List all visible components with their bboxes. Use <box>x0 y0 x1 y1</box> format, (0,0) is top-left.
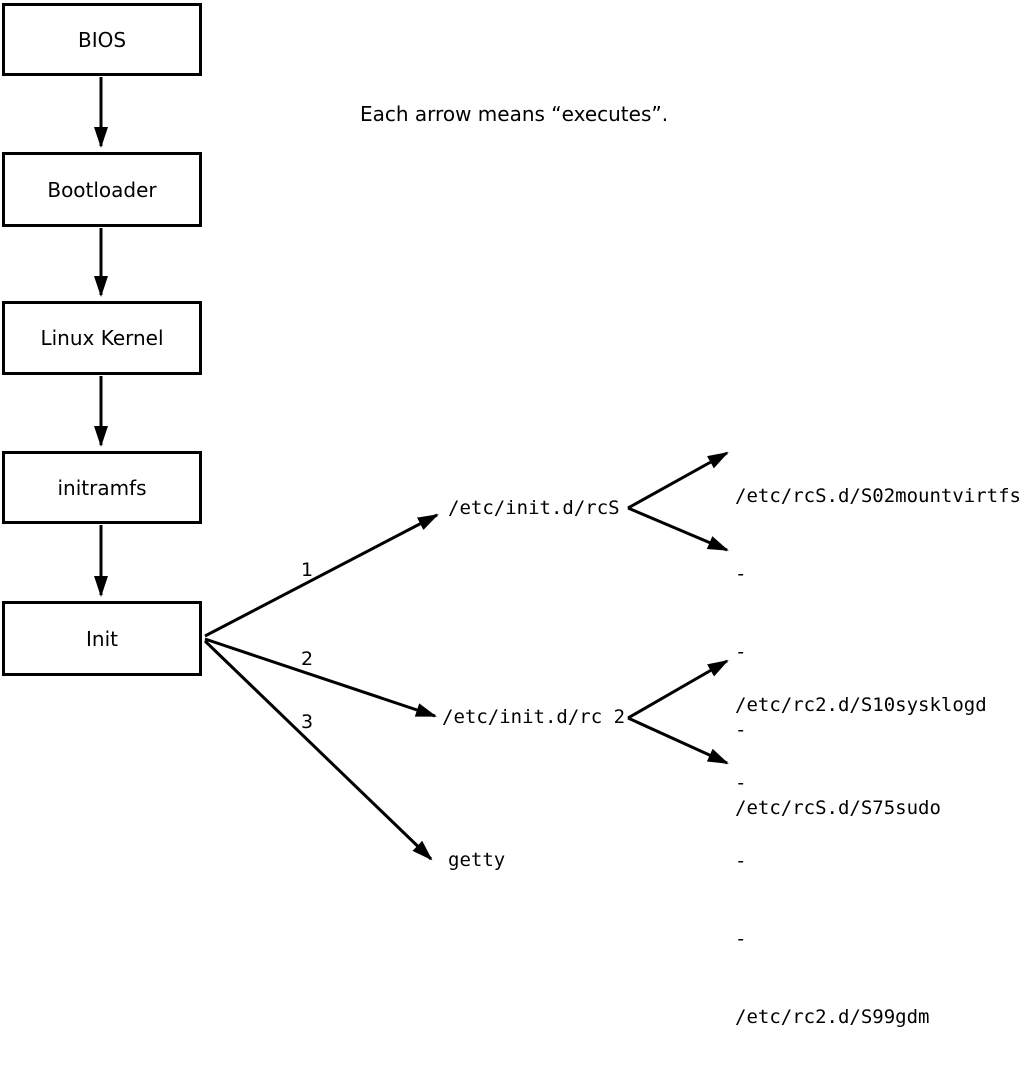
ellipsis-dash: - <box>735 928 747 950</box>
ellipsis-dash: - <box>735 772 747 794</box>
label-getty: getty <box>448 849 506 871</box>
arrow-rcS-to-s02mountvirtfs <box>627 451 729 510</box>
box-initramfs: initramfs <box>2 451 202 524</box>
arrow-init-to-rcS <box>204 513 439 638</box>
arrow-label-2: 2 <box>301 648 314 670</box>
rc2-script-s99gdm: /etc/rc2.d/S99gdm <box>735 1006 930 1028</box>
label-etc-init-d-rcS: /etc/init.d/rcS <box>448 497 620 519</box>
box-initramfs-label: initramfs <box>57 475 147 500</box>
box-bios: BIOS <box>2 3 202 76</box>
ellipsis-dash: - <box>735 850 747 872</box>
ellipsis-dash: - <box>735 563 747 585</box>
box-linux-kernel: Linux Kernel <box>2 301 202 375</box>
box-bios-label: BIOS <box>77 27 127 52</box>
arrow-label-1: 1 <box>301 559 314 581</box>
box-bootloader: Bootloader <box>2 152 202 227</box>
arrow-rc2-to-s10sysklogd <box>627 659 729 720</box>
arrow-rc2-to-s99gdm <box>627 716 729 765</box>
box-init-label: Init <box>86 626 118 651</box>
label-etc-init-d-rc2: /etc/init.d/rc 2 <box>442 706 626 728</box>
box-linux-kernel-label: Linux Kernel <box>40 326 164 350</box>
rc2-script-s10sysklogd: /etc/rc2.d/S10sysklogd <box>735 694 987 716</box>
box-init: Init <box>2 601 202 676</box>
rcS-script-s02mountvirtfs: /etc/rcS.d/S02mountvirtfs <box>735 485 1021 507</box>
arrow-label-3: 3 <box>301 711 314 733</box>
arrow-rcS-to-s75sudo <box>627 506 729 552</box>
arrow-init-to-rc2 <box>204 637 437 718</box>
ellipsis-dash: - <box>735 719 747 741</box>
rcS-script-s75sudo: /etc/rcS.d/S75sudo <box>735 797 941 819</box>
arrow-init-to-getty <box>203 639 433 861</box>
boot-process-diagram: Each arrow means “executes”. BIOS Bootlo… <box>2 3 1021 1028</box>
ellipsis-dash: - <box>735 641 747 663</box>
diagram-caption: Each arrow means “executes”. <box>360 102 669 126</box>
rcS-script-list: /etc/rcS.d/S02mountvirtfs - - - /etc/rcS… <box>735 431 1021 873</box>
rc2-script-list: /etc/rc2.d/S10sysklogd - - - /etc/rc2.d/… <box>735 640 987 1082</box>
box-bootloader-label: Bootloader <box>47 177 157 202</box>
